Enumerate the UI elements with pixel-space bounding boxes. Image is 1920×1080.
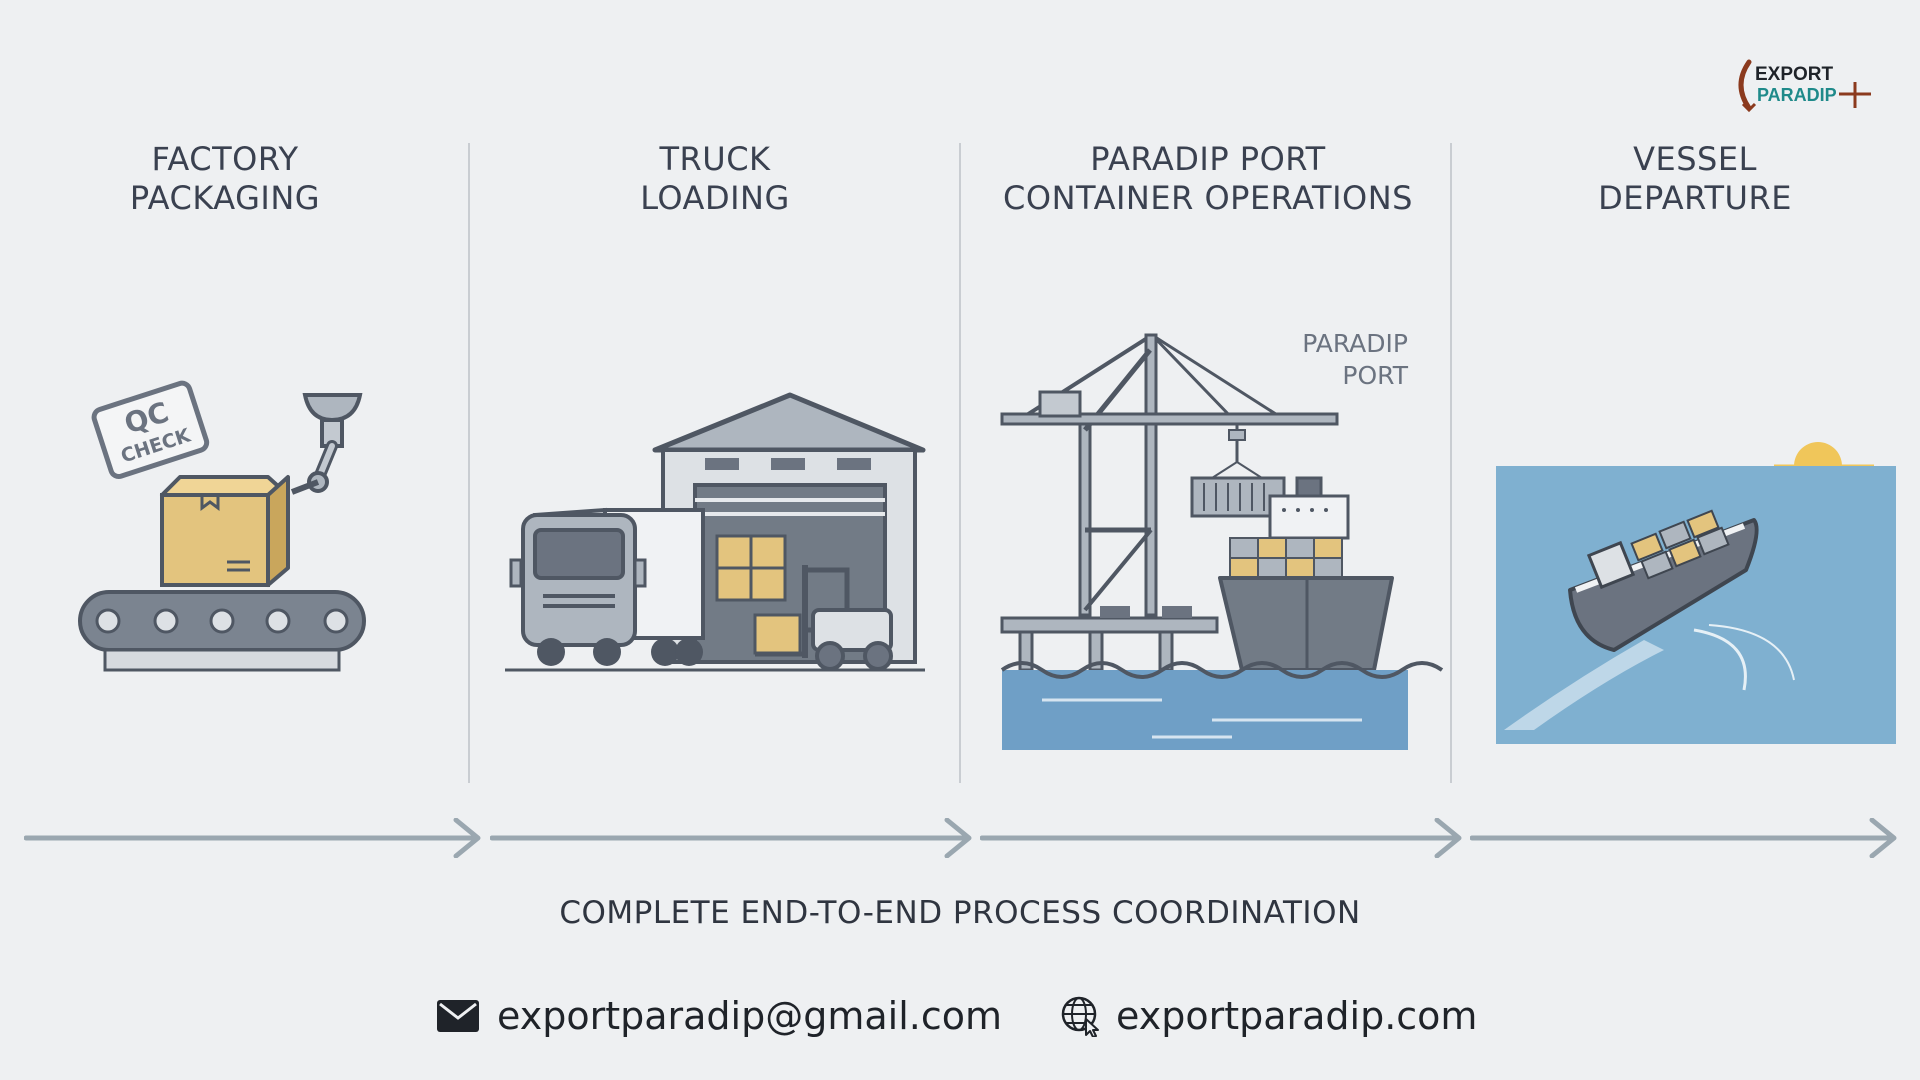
globe-icon bbox=[1061, 996, 1099, 1037]
stage-title-line1: TRUCK bbox=[659, 140, 771, 178]
email-link[interactable]: exportparadip@gmail.com bbox=[497, 994, 1002, 1038]
stage-title-line2: CONTAINER OPERATIONS bbox=[1003, 179, 1413, 217]
process-arrow-2 bbox=[490, 818, 972, 858]
stage-title-line1: FACTORY bbox=[151, 140, 299, 178]
stage-title-factory-packaging: FACTORY PACKAGING bbox=[0, 140, 465, 218]
stage-title-vessel-departure: VESSEL DEPARTURE bbox=[1455, 140, 1920, 218]
conveyor-box-robot-arm-icon: QC CHECK bbox=[78, 380, 366, 672]
port-sign-line2: PORT bbox=[1342, 361, 1408, 390]
stage-title-line2: DEPARTURE bbox=[1598, 179, 1792, 217]
truck-warehouse-forklift-icon bbox=[505, 392, 926, 672]
stage-title-line2: LOADING bbox=[640, 179, 790, 217]
stage-title-line1: PARADIP PORT bbox=[1090, 140, 1326, 178]
contact-email[interactable]: exportparadip@gmail.com bbox=[437, 992, 1002, 1040]
process-arrow-4 bbox=[1470, 818, 1897, 858]
paradip-port-sign: PARADIP PORT bbox=[1248, 328, 1408, 392]
column-divider-2 bbox=[959, 143, 961, 783]
contact-website[interactable]: exportparadip.com bbox=[1060, 992, 1477, 1040]
process-tagline: COMPLETE END-TO-END PROCESS COORDINATION bbox=[559, 895, 1361, 931]
stage-title-line1: VESSEL bbox=[1633, 140, 1757, 178]
crane-container-ship-icon bbox=[1000, 333, 1444, 750]
stage-title-truck-loading: TRUCK LOADING bbox=[475, 140, 955, 218]
column-divider-3 bbox=[1450, 143, 1452, 783]
logo-line2: PARADIP bbox=[1757, 85, 1837, 105]
stage-title-line2: PACKAGING bbox=[129, 179, 321, 217]
column-divider-1 bbox=[468, 143, 470, 783]
port-sign-line1: PARADIP bbox=[1302, 329, 1408, 358]
stage-title-port-operations: PARADIP PORT CONTAINER OPERATIONS bbox=[968, 140, 1448, 218]
ship-at-sea-icon bbox=[1496, 442, 1896, 744]
process-arrow-3 bbox=[980, 818, 1462, 858]
export-paradip-logo: EXPORT PARADIP bbox=[1738, 59, 1871, 113]
envelope-icon bbox=[437, 1000, 479, 1032]
process-arrow-1 bbox=[24, 818, 481, 858]
logo-line1: EXPORT bbox=[1755, 64, 1834, 85]
website-link[interactable]: exportparadip.com bbox=[1116, 994, 1478, 1038]
